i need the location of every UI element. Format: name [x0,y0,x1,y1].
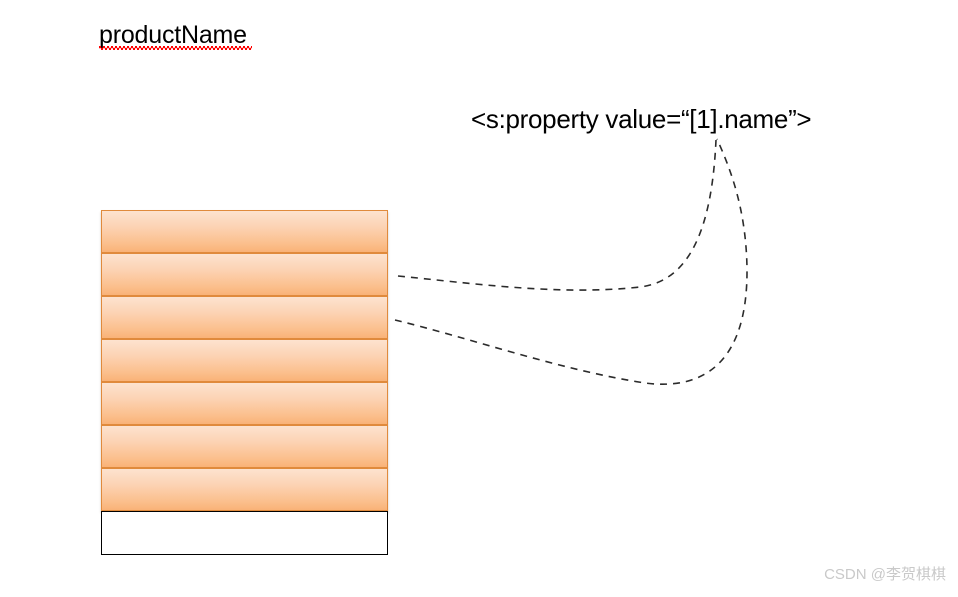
callout-curve-lower [394,138,748,385]
row-stack [101,210,388,555]
table-row[interactable] [101,425,388,468]
callout-curve-upper [397,139,717,291]
table-row[interactable] [101,210,388,253]
watermark: CSDN @李贺棋棋 [824,566,946,583]
code-annotation-label: <s:property value=“[1].name”> [471,104,812,134]
table-row[interactable] [101,296,388,339]
page-title: productName [99,21,247,49]
table-row[interactable] [101,468,388,511]
table-row-empty[interactable] [101,511,388,555]
spellcheck-underline [99,45,252,50]
table-row[interactable] [101,253,388,296]
table-row[interactable] [101,339,388,382]
table-row[interactable] [101,382,388,425]
